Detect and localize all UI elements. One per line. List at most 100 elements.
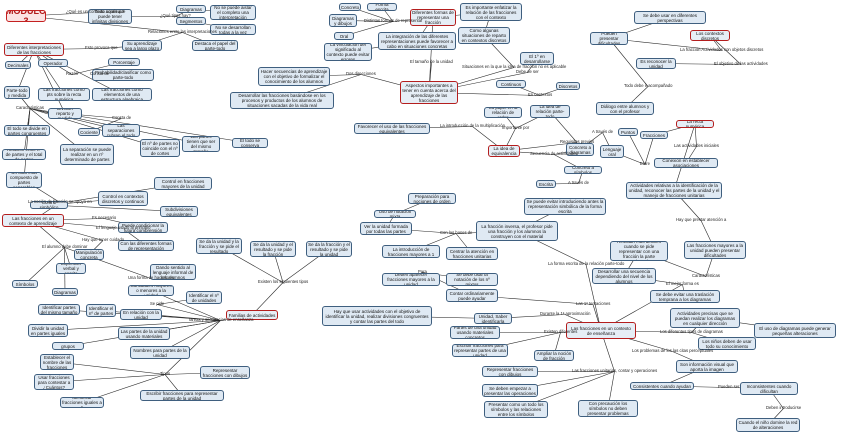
concept-node-n114: Presentar como un todo los símbolos y la…: [484, 401, 548, 418]
concept-node-n7: Destaca el papel del parte-todo: [192, 40, 238, 51]
concept-node-n115: Con precaución los símbolos no deben pre…: [578, 400, 638, 417]
concept-node-n116: Son información visual que aporta la ima…: [676, 360, 738, 373]
concept-node-n14: Las fracciones como pts sobre la recta n…: [38, 88, 90, 101]
concept-node-n85: Los contextos discretos: [690, 30, 730, 41]
concept-node-n90: Uso de notación mixta: [374, 210, 416, 218]
concept-node-n73: Favorecer el uso de las fracciones equiv…: [354, 123, 430, 134]
link-label-l13: El alumno debe dominar: [42, 244, 88, 249]
concept-node-n43: Dividir en grupos iguales: [52, 342, 84, 350]
concept-node-n17: El todo se divide en partes congruentes: [4, 125, 50, 136]
link-label-l22: Debe de ser: [516, 69, 539, 74]
link-label-l33: Todo debe ir acompañado: [624, 83, 673, 88]
concept-node-n22: El nº de partes no coincide con el nº de…: [140, 139, 180, 157]
concept-node-n94: La introducción de fracciones mayores a …: [382, 245, 440, 258]
concept-node-n29: Subdivisiones equivalentes: [160, 206, 198, 217]
concept-node-n38: Cantidades mayores o menores a la unidad: [128, 285, 174, 296]
concept-node-n60: Diferentes formas de representar una fra…: [410, 9, 456, 26]
concept-node-n45: Las partes de la unidad usando materiale…: [118, 327, 170, 340]
concept-node-n80: Fracciones: [640, 131, 668, 139]
concept-node-n111: Ampliar la noción de fracción: [534, 350, 574, 361]
concept-node-n96: Deben aparecer fracciones mayores a la u…: [382, 273, 440, 286]
link-label-l15: Se pide: [150, 301, 165, 306]
connector-n8-n14: [33, 49, 65, 95]
link-label-l19: Distintas formas de representar: [364, 18, 423, 23]
link-label-l44: Características: [692, 273, 720, 278]
concept-node-n97: Se debe usar la notación de los nº mixto…: [446, 273, 498, 286]
concept-node-n107: Unidad, Saber identificarla: [474, 313, 512, 324]
connector-l16-n42: [47, 320, 221, 331]
link-label-l28: Secuencia de actividades: [530, 151, 578, 156]
concept-node-n103: Actividades precisas que se puedan reali…: [670, 308, 740, 328]
concept-node-n62: La vinculación del significado al contex…: [324, 43, 372, 61]
link-label-l17: Tipos: [160, 371, 171, 376]
concept-node-n3: Segmentos: [176, 17, 206, 25]
link-label-l7: Características: [16, 105, 44, 110]
concept-node-n44: En relación con la unidad: [120, 309, 162, 320]
concept-node-n101: Desarrollar una secuencia dependiendo de…: [592, 268, 656, 284]
concept-node-n61: Es importante enfatizar la relación de l…: [460, 3, 522, 21]
concept-node-n78: Lenguaje oral: [600, 145, 624, 158]
link-label-l18: Existen los siguientes tipos: [258, 279, 309, 284]
concept-node-n8: Diferentes interpretaciones de las fracc…: [4, 43, 64, 56]
concept-node-n9: Decimales: [5, 61, 31, 69]
connector-n52-l18: [251, 282, 284, 316]
link-label-l46: Los diferentes tipos de diagramas: [660, 329, 723, 334]
concept-node-n74: La idea de equivalencia: [488, 145, 520, 157]
link-label-l34: La fracción Actividades con objetos disc…: [680, 47, 764, 52]
concept-node-n91: Ver la unidad formada por todas las part…: [360, 222, 412, 235]
connector-n81-n88: [673, 123, 696, 191]
concept-node-n71: Su papel en la relación de orden: [484, 107, 522, 118]
link-label-l24: En contextos: [528, 92, 553, 97]
concept-node-n21: La separación se puede realizar en un nº…: [60, 144, 114, 165]
link-label-l14: Una forma de hacerlo es: [128, 275, 174, 280]
concept-node-n51: Escribir fracciones para representar par…: [140, 390, 224, 401]
concept-node-n15: Las fracciones como elementos de una est…: [92, 88, 152, 101]
concept-node-n39: Identificar el nº de unidades: [186, 291, 222, 304]
link-label-l23: Dos direcciones: [346, 71, 376, 76]
connector-l16-l17: [164, 320, 221, 375]
connector-n67-n60: [428, 17, 434, 93]
concept-node-n76: Concreto a símbolos: [564, 166, 602, 174]
concept-node-n35: Símbolos: [12, 280, 38, 288]
concept-node-n31: Puede condicionar la futura comprensión: [118, 222, 168, 233]
concept-node-n24: El todo se conserva: [232, 138, 268, 148]
concept-node-n69: Discretos: [556, 82, 580, 90]
link-label-l48: Pueden ser: [718, 384, 740, 389]
concept-node-n100: Las fracciones mayores a la unidad puede…: [684, 241, 746, 259]
link-label-l32: Las actividades iniciales: [674, 143, 719, 148]
concept-node-n89: Preparación para nociones de orden: [408, 193, 456, 204]
concept-node-n19: Las separaciones cubren el todo: [102, 124, 140, 137]
connector-n8-n13: [16, 49, 35, 93]
link-label-l21: Situaciones en la que la idea de fracció…: [462, 64, 567, 69]
concept-node-n64: Como algunas situaciones de reparto en c…: [458, 27, 510, 44]
concept-node-n113: Se deben empezar a presentar las operaci…: [482, 384, 538, 397]
concept-node-n58: Diagramas y dibujos: [329, 14, 357, 27]
link-label-l2: ¿Qué tipos hay?: [160, 13, 191, 18]
connector-n8-n15: [33, 49, 123, 95]
concept-node-n77: Escrita: [536, 180, 556, 188]
link-label-l41: Las 1ª tentaciones: [576, 301, 611, 306]
concept-node-n98: Contar ordinariamente puede ayudar: [446, 289, 498, 302]
concept-node-n4: No se puede aislar el completo una inter…: [210, 5, 256, 20]
concept-node-n10: Operador: [38, 59, 68, 67]
concept-node-n57: Forma escrita: [367, 3, 397, 11]
concept-node-n95: Centrar la atención en fracciones unitar…: [446, 247, 498, 260]
connector-l31-n79: [627, 131, 646, 165]
connector-title-l3: [25, 15, 183, 33]
concept-node-n6: Su aprendizaje sea a largo plazo: [122, 40, 162, 51]
concept-node-n33: Manipulación concreta: [74, 249, 104, 260]
concept-node-n109: Partes de una unidad usando materiales c…: [450, 326, 500, 339]
concept-node-n37: Dando sentido al lenguaje informal de lo…: [150, 264, 196, 280]
concept-node-n13: Parte-todo y medida: [4, 86, 30, 99]
concept-node-n87: Diálogo entre alumnos y con el profesor: [596, 102, 654, 115]
link-label-l47: Los problemas de los las citas perceptua…: [632, 348, 714, 353]
connector-l13-n35: [24, 247, 65, 285]
concept-node-n47: Establecer el nombre de las fracciones: [40, 354, 74, 370]
concept-node-n83: Se debe usar en diferentes perspectivas: [634, 11, 706, 24]
link-label-l29: A través de: [592, 129, 613, 134]
link-label-l40: Durante la 1ª aproximación: [540, 311, 591, 316]
concept-node-n68: Desarrollar las fracciones basándose en …: [230, 92, 334, 109]
concept-node-n75: Concreto a diagramas: [566, 143, 594, 156]
connector-n108-l39: [585, 264, 602, 331]
concept-node-n104: Los niños deben de usar todo su conocimi…: [698, 337, 756, 350]
